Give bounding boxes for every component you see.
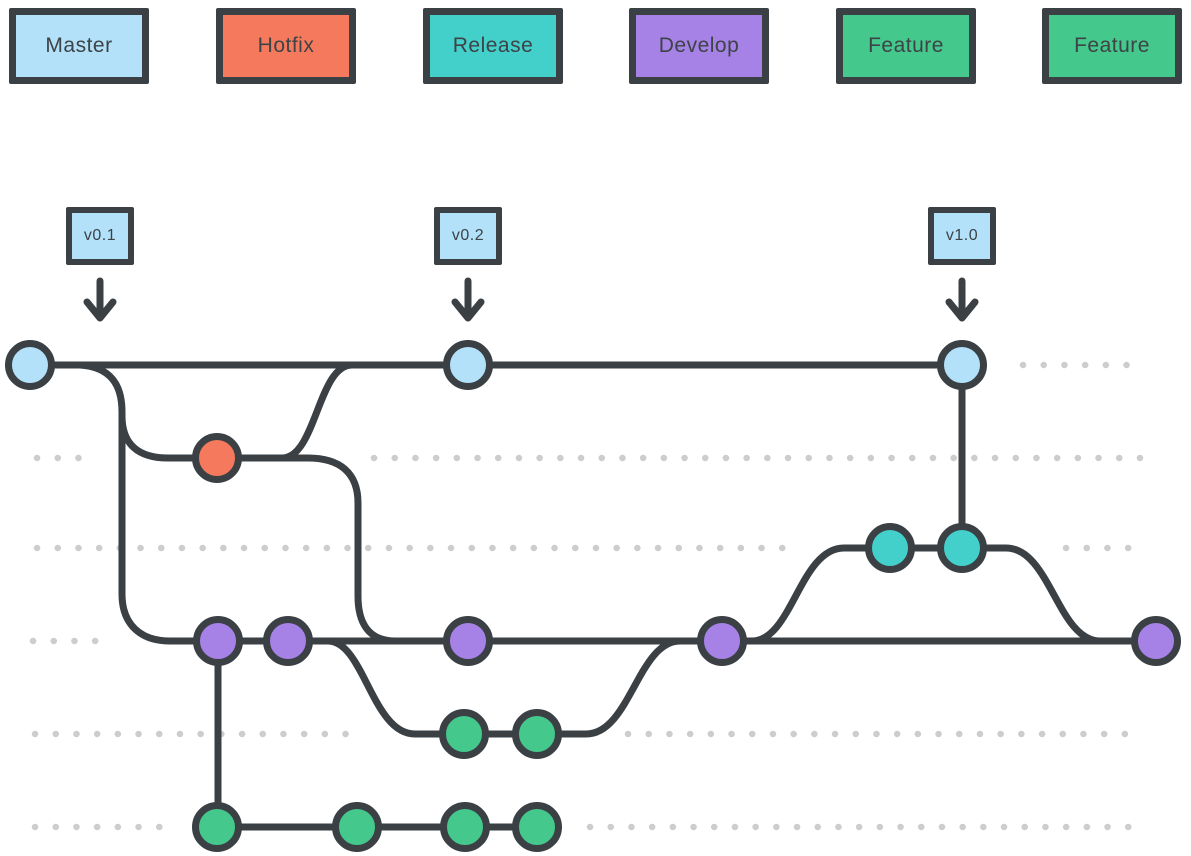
tag-arrows: [83, 277, 979, 322]
legend-label-develop: Develop: [658, 34, 740, 57]
commit-feature: [192, 802, 242, 852]
line-hotfix-branch-out: [118, 412, 294, 462]
commit-master: [937, 340, 987, 390]
arrow-down-icon: [451, 277, 485, 322]
legend-label-feature-2: Feature: [1074, 34, 1150, 57]
tag-v0-1-label: v0.1: [83, 227, 117, 244]
commit-master: [443, 340, 493, 390]
commit-develop: [263, 616, 313, 666]
commit-master: [5, 340, 55, 390]
commits: [5, 340, 1181, 852]
legend-label-master: Master: [45, 34, 113, 57]
tag-v1-0: v1.0: [928, 207, 996, 265]
commit-feature: [440, 802, 490, 852]
commit-feature: [512, 802, 562, 852]
line-release-branch: [718, 544, 1104, 645]
tag-v0-1: v0.1: [66, 207, 134, 265]
legend-label-hotfix: Hotfix: [257, 34, 315, 57]
commit-develop: [193, 616, 243, 666]
legend-box-feature-2: Feature: [1042, 8, 1182, 84]
tag-v1-0-label: v1.0: [945, 227, 979, 244]
legend-label-release: Release: [452, 34, 534, 57]
commit-feature: [512, 709, 562, 759]
line-master-to-develop: [76, 361, 1160, 645]
commit-release: [937, 523, 987, 573]
line-feature1-branch: [324, 637, 714, 738]
legend-label-feature-1: Feature: [868, 34, 944, 57]
arrow-down-icon: [83, 277, 117, 322]
commit-release: [865, 523, 915, 573]
commit-develop: [1131, 616, 1181, 666]
commit-feature: [439, 709, 489, 759]
legend-box-feature-1: Feature: [836, 8, 976, 84]
tag-v0-2: v0.2: [434, 207, 502, 265]
arrow-down-icon: [945, 277, 979, 322]
legend-box-master: Master: [9, 8, 149, 84]
legend-box-release: Release: [423, 8, 563, 84]
line-hotfix-merge-develop: [213, 454, 399, 645]
legend-box-develop: Develop: [629, 8, 769, 84]
line-hotfix-merge-master: [278, 361, 356, 462]
branch-lines: [26, 361, 1160, 831]
commit-feature: [332, 802, 382, 852]
commit-develop: [697, 616, 747, 666]
tag-v0-2-label: v0.2: [451, 227, 485, 244]
commit-hotfix: [192, 433, 242, 483]
legend-box-hotfix: Hotfix: [216, 8, 356, 84]
lane-dots: [29, 361, 1145, 831]
commit-develop: [443, 616, 493, 666]
